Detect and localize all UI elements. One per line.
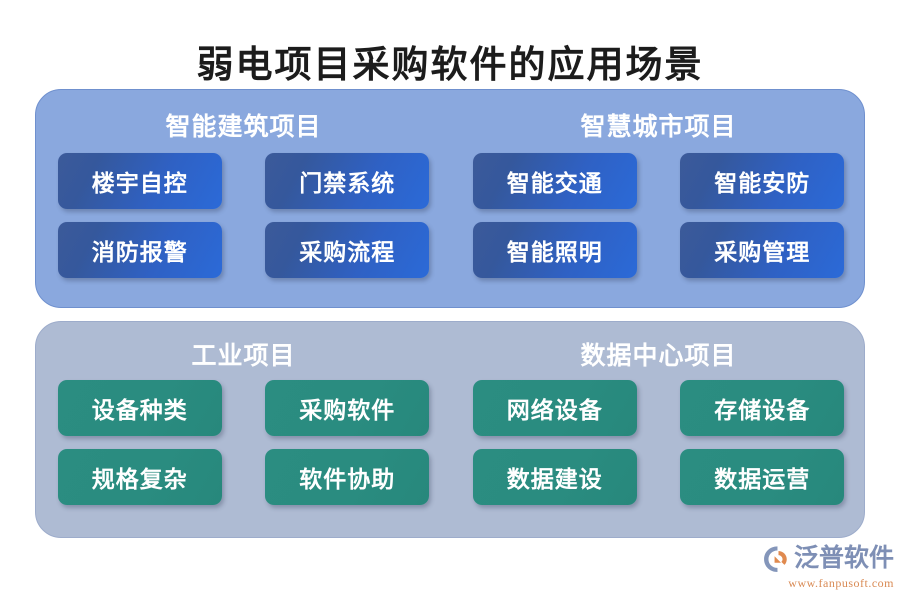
chip-data-construction[interactable]: 数据建设 [472, 449, 637, 505]
logo-row: 泛普软件 [762, 543, 894, 575]
chip-access-control[interactable]: 门禁系统 [265, 153, 430, 209]
panel-smart-building-city: 智能建筑项目 智慧城市项目 楼宇自控 门禁系统 智能交通 智能安防 消防报警 采… [35, 89, 865, 308]
chip-cell: 设备种类 [36, 380, 244, 436]
panel-industrial-datacenter: 工业项目 数据中心项目 设备种类 采购软件 网络设备 存储设备 规格复杂 软件协… [35, 321, 865, 538]
chip-building-automation[interactable]: 楼宇自控 [57, 153, 222, 209]
chip-cell: 软件协助 [244, 449, 452, 505]
chip-equipment-types[interactable]: 设备种类 [57, 380, 222, 436]
fanpu-swoosh-icon [764, 546, 787, 572]
brand-logo: 泛普软件 www.fanpusoft.com [762, 543, 894, 593]
chip-cell: 楼宇自控 [36, 153, 244, 209]
chip-fire-alarm[interactable]: 消防报警 [57, 222, 222, 278]
chip-storage-equipment[interactable]: 存储设备 [680, 380, 845, 436]
chip-cell: 门禁系统 [244, 153, 452, 209]
chip-cell: 智能安防 [659, 153, 867, 209]
chip-cell: 采购管理 [659, 222, 867, 278]
chip-procurement-software[interactable]: 采购软件 [265, 380, 430, 436]
chip-data-operations[interactable]: 数据运营 [680, 449, 845, 505]
panel-chip-grid: 设备种类 采购软件 网络设备 存储设备 规格复杂 软件协助 数据建设 数据运营 [36, 380, 866, 518]
column-header-data-center: 数据中心项目 [580, 343, 737, 370]
chip-procurement-process[interactable]: 采购流程 [265, 222, 430, 278]
chip-cell: 规格复杂 [36, 449, 244, 505]
chip-smart-traffic[interactable]: 智能交通 [472, 153, 637, 209]
logo-company-name: 泛普软件 [794, 545, 895, 572]
chip-cell: 智能交通 [451, 153, 659, 209]
chip-software-assistance[interactable]: 软件协助 [265, 449, 430, 505]
panel-column-headers: 工业项目 数据中心项目 [36, 336, 866, 372]
logo-website-url: www.fanpusoft.com [788, 576, 894, 590]
chip-network-equipment[interactable]: 网络设备 [472, 380, 637, 436]
chip-cell: 消防报警 [36, 222, 244, 278]
page-title: 弱电项目采购软件的应用场景 [196, 45, 704, 86]
chip-cell: 数据建设 [451, 449, 659, 505]
column-header-smart-city: 智慧城市项目 [580, 114, 737, 141]
chip-smart-lighting[interactable]: 智能照明 [472, 222, 637, 278]
column-header-industrial: 工业项目 [191, 343, 296, 370]
chip-cell: 智能照明 [451, 222, 659, 278]
chip-cell: 数据运营 [659, 449, 867, 505]
column-header-smart-building: 智能建筑项目 [165, 114, 322, 141]
chip-cell: 存储设备 [659, 380, 867, 436]
chip-cell: 采购流程 [244, 222, 452, 278]
chip-complex-specifications[interactable]: 规格复杂 [57, 449, 222, 505]
chip-cell: 网络设备 [451, 380, 659, 436]
chip-cell: 采购软件 [244, 380, 452, 436]
chip-procurement-management[interactable]: 采购管理 [680, 222, 845, 278]
chip-smart-security[interactable]: 智能安防 [680, 153, 845, 209]
panel-column-headers: 智能建筑项目 智慧城市项目 [36, 107, 866, 143]
panel-chip-grid: 楼宇自控 门禁系统 智能交通 智能安防 消防报警 采购流程 智能照明 采购管理 [36, 153, 866, 291]
